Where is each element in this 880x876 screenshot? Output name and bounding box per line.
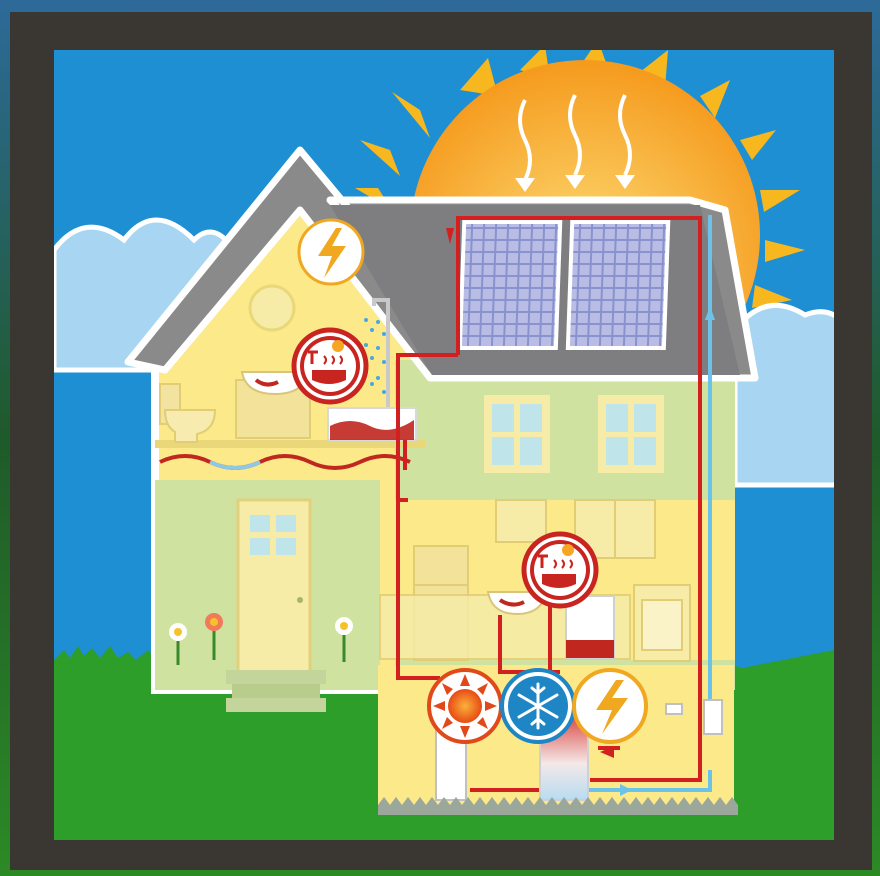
upper-window-left (484, 395, 550, 473)
controller-box (704, 700, 722, 734)
round-window (250, 286, 294, 330)
lightning-icon (299, 220, 363, 284)
upper-window-right (598, 395, 664, 473)
front-steps (226, 670, 326, 684)
heating-sun-icon (429, 670, 501, 742)
cooling-snowflake-icon (502, 670, 574, 742)
hot-water-bath-icon (524, 534, 596, 606)
front-door (238, 500, 310, 672)
solar-panel-right (568, 222, 668, 348)
lightning-icon (574, 670, 646, 742)
solar-panel-left (460, 222, 560, 348)
light-switch (666, 704, 682, 714)
hot-water-bath-icon (294, 330, 366, 402)
cloud-right (735, 305, 845, 485)
